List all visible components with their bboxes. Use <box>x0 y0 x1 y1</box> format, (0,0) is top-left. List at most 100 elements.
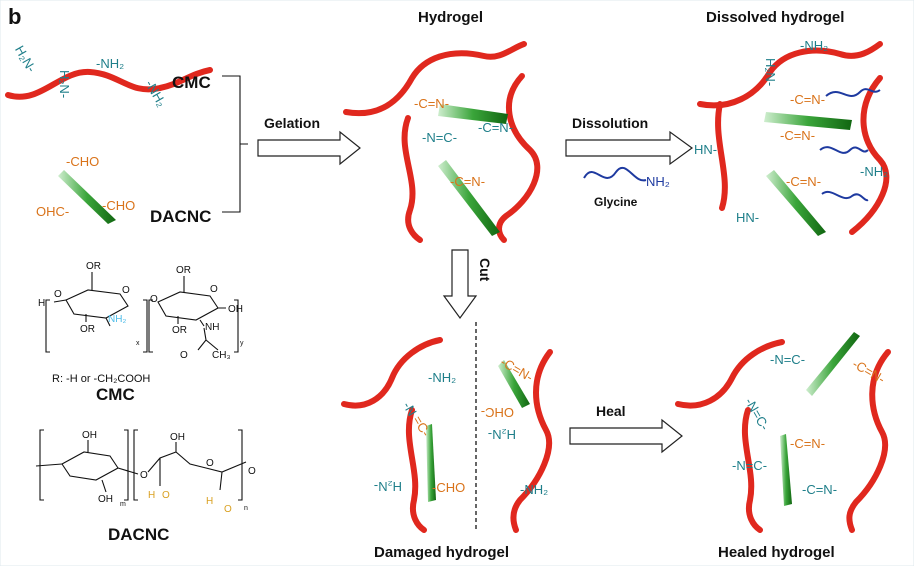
dissolution-arrow: Dissolution <box>565 115 694 166</box>
dacnc-subscript-n: n <box>244 505 248 512</box>
dissolved-imine-3: -C=N- <box>786 174 821 189</box>
glycine-chain <box>583 166 647 182</box>
glycine-bound-3 <box>821 191 869 202</box>
hydrogel-imine-2: -N=C- <box>422 130 457 145</box>
healed-chain-3 <box>846 349 891 533</box>
cmc-h: H <box>38 298 45 309</box>
hydrogel-chain-2 <box>401 115 423 243</box>
hydrogel-title: Hydrogel <box>418 9 483 26</box>
healed-chain-1 <box>675 339 785 409</box>
dacnc-oh-1: OH <box>82 430 97 441</box>
dacnc-o-1: O <box>140 470 148 481</box>
dacnc-subscript-m: m <box>120 501 126 508</box>
dacnc-crystal-illustration: -CHO OHC- -CHO <box>36 154 135 224</box>
dacnc-bonds <box>35 440 247 493</box>
dacnc-aldehyde-o-1: O <box>162 490 170 501</box>
hydrogel-imine-3: -C=N- <box>478 120 513 135</box>
cmc-bracket-x <box>45 299 148 353</box>
dissolved-amine-1: H₂N- <box>763 58 778 86</box>
damaged-aldehyde-1: -CHO <box>432 480 465 495</box>
heal-arrow: Heal <box>569 403 683 454</box>
dacnc-label: DACNC <box>150 207 211 226</box>
dacnc-aldehyde-3: -CHO <box>102 198 135 213</box>
hydrogel-crystal-1 <box>438 104 508 124</box>
cmc-structure: OR OR OR OR H O O O O OH NH₂ NH O CH₃ x … <box>38 261 244 361</box>
dissolved-chain-1 <box>697 41 883 109</box>
hydrogel-crystal-2 <box>438 160 500 236</box>
dacnc-oh-3: OH <box>170 432 185 443</box>
cut-label: Cut <box>477 258 493 282</box>
damaged-imine-1: -N <box>400 399 420 418</box>
damaged-amine-3: H₂N- <box>488 427 516 442</box>
dacnc-aldehyde-2: OHC- <box>36 204 69 219</box>
hydrogel-imine-4: -C=N- <box>450 174 485 189</box>
glycine-bound-1 <box>825 88 881 97</box>
cut-arrow: Cut <box>442 249 493 320</box>
dissolved-imine-1: -C=N- <box>790 92 825 107</box>
gelation-arrow: Gelation <box>257 115 361 166</box>
dissolved-imine-2: -C=N- <box>780 128 815 143</box>
cmc-ring-2-bonds <box>177 276 226 351</box>
dacnc-aldehyde-h-1: H <box>148 490 155 501</box>
dissolved-amine-4: -NH₂ <box>860 164 888 179</box>
damaged-aldehyde-2: OHC- <box>481 405 514 420</box>
dissolved-crystal-2 <box>766 170 826 236</box>
dacnc-o-3: O <box>248 466 256 477</box>
dissolved-chain-3 <box>849 75 890 235</box>
cmc-ch3: CH₃ <box>212 350 231 361</box>
damaged-chain-3 <box>510 349 553 533</box>
healed-title: Healed hydrogel <box>718 544 835 561</box>
damaged-chain-1 <box>341 337 443 409</box>
damaged-chain-2 <box>405 407 427 533</box>
glycine-illustration: NH₂ Glycine <box>583 166 670 209</box>
damaged-crystal-1 <box>426 424 436 502</box>
cmc-o-3: O <box>150 294 158 305</box>
damaged-crystal-2 <box>498 360 530 408</box>
dacnc-o-2: O <box>206 458 214 469</box>
cmc-amine-2: H₂N- <box>57 70 72 98</box>
cmc-subscript-y: y <box>240 340 244 347</box>
heal-label: Heal <box>596 403 626 419</box>
cmc-or-3: OR <box>80 324 95 335</box>
dissolved-chain-2 <box>715 101 728 211</box>
glycine-label: Glycine <box>594 195 638 209</box>
cmc-or-4: OR <box>172 325 187 336</box>
damaged-amine-2: H₂N- <box>374 479 402 494</box>
cmc-carbonyl-o: O <box>180 350 188 361</box>
cmc-or-2: OR <box>176 265 191 276</box>
cmc-ring-1 <box>65 289 129 319</box>
dacnc-structure-label: DACNC <box>108 525 169 544</box>
dacnc-aldehyde-h-2: H <box>206 496 213 507</box>
dacnc-crystal <box>58 170 116 224</box>
dacnc-bracket-n <box>133 429 243 501</box>
cmc-chain <box>5 67 213 100</box>
dissolved-title: Dissolved hydrogel <box>706 9 844 26</box>
merge-bracket <box>222 75 248 213</box>
cmc-bracket-y <box>148 299 239 353</box>
dissolved-amine-5: HN- <box>736 210 759 225</box>
gelation-label: Gelation <box>264 115 320 131</box>
healed-chain-2 <box>741 407 763 533</box>
healed-imine-1: -N=C- <box>770 352 805 367</box>
healed-imine-6: -C=N- <box>802 482 837 497</box>
cmc-nh: NH <box>205 322 219 333</box>
hydrogel-imine-1: -C=N- <box>414 96 449 111</box>
dacnc-structure: OH OH OH O O O H O H O m n <box>35 429 256 515</box>
glycine-amine: NH₂ <box>646 174 670 189</box>
cmc-structure-label: CMC <box>96 385 135 404</box>
cmc-o-4: O <box>210 284 218 295</box>
glycine-bound-2 <box>819 146 869 154</box>
dissolved-network: H₂N- -NH₂ HN- -NH₂ HN- -C=N- -C=N- -C=N- <box>694 38 890 236</box>
cmc-label: CMC <box>172 73 211 92</box>
cmc-ring-1-bonds <box>53 272 111 327</box>
panel-letter: b <box>8 4 21 29</box>
r-group-note: R: -H or -CH₂COOH <box>52 373 150 385</box>
cmc-or-1: OR <box>86 261 101 272</box>
healed-crystal-1 <box>780 434 792 506</box>
dacnc-aldehyde-o-2: O <box>224 504 232 515</box>
healed-imine-5: -N=C- <box>732 458 767 473</box>
dissolved-amine-2: -NH₂ <box>800 38 828 53</box>
dissolved-crystal-1 <box>764 112 852 130</box>
